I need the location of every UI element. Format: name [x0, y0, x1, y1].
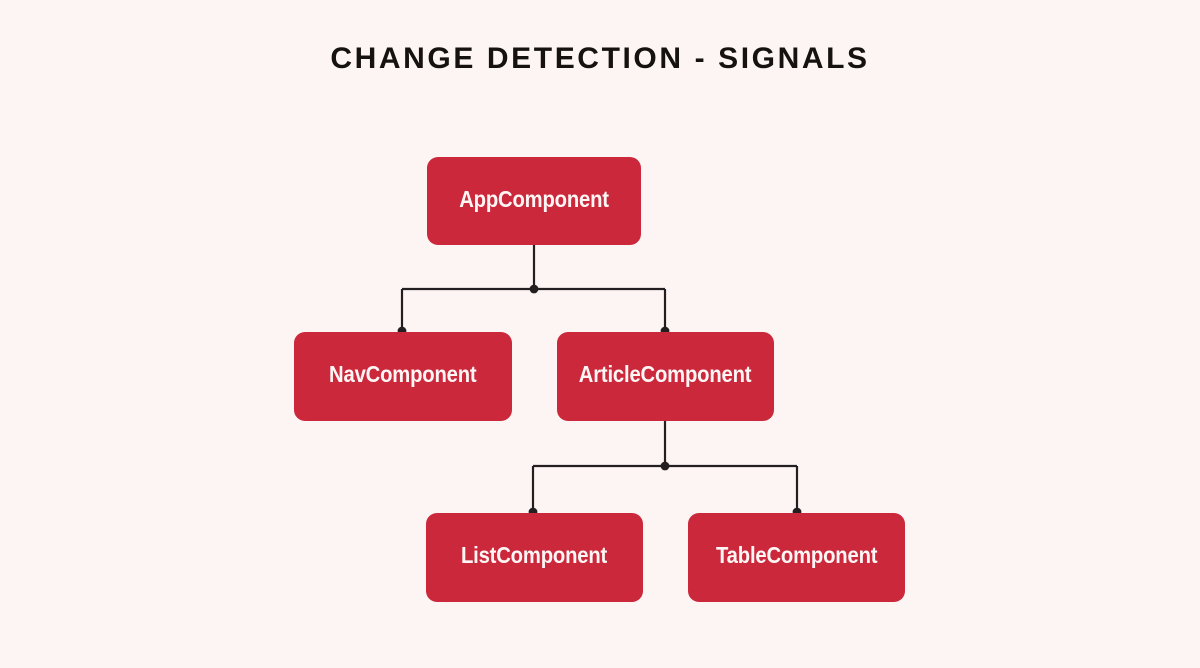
node-label: ArticleComponent: [579, 361, 752, 387]
node-label: TableComponent: [715, 542, 878, 568]
node-label: NavComponent: [329, 361, 477, 387]
node-app-component[interactable]: AppComponent: [427, 157, 641, 245]
node-label: ListComponent: [461, 542, 608, 568]
node-nav-component[interactable]: NavComponent: [294, 332, 512, 421]
page-title: CHANGE DETECTION - SIGNALS: [330, 42, 870, 75]
junction-dot-level1: [529, 284, 539, 294]
node-table-component[interactable]: TableComponent: [688, 513, 905, 602]
node-list-component[interactable]: ListComponent: [426, 513, 643, 602]
node-label: AppComponent: [459, 185, 609, 212]
junction-dot-level2: [660, 461, 670, 471]
node-article-component[interactable]: ArticleComponent: [557, 332, 774, 421]
